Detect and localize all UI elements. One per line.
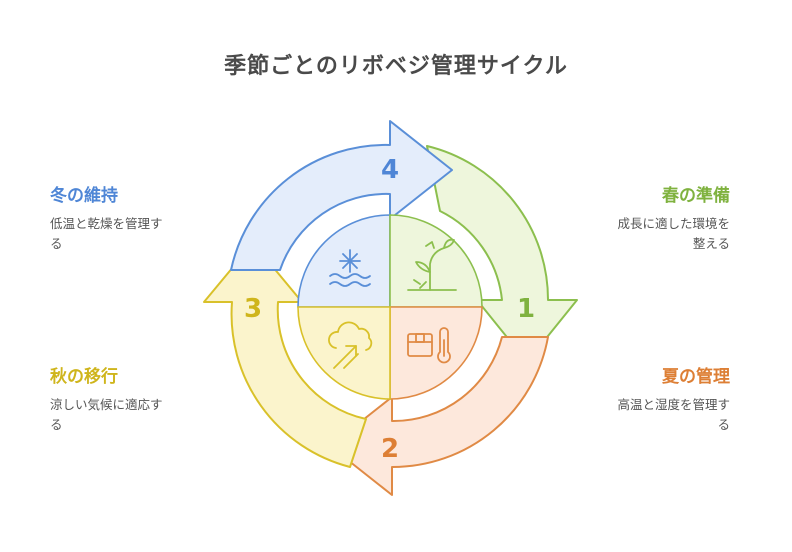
stage-desc-winter-line1: 低温と乾燥を管理す [50, 216, 163, 231]
snow-waves-icon [329, 249, 371, 287]
stage-desc-autumn-line1: 涼しい気候に適応す [50, 397, 163, 412]
arrow-summer [329, 336, 549, 496]
cloud-arrow-icon [328, 321, 373, 369]
arrow-spring [426, 145, 578, 363]
stage-number-1: 1 [517, 294, 535, 324]
arrow-autumn [203, 242, 367, 468]
stage-desc-summer: 高温と湿度を管理す る [617, 395, 730, 435]
stage-title-autumn: 秋の移行 [50, 367, 118, 387]
quadrant-spring [389, 214, 483, 308]
stage-desc-spring-line1: 成長に適した環境を [617, 216, 730, 231]
stage-title-winter: 冬の維持 [50, 186, 118, 206]
stage-desc-winter-line2: る [50, 236, 63, 251]
stage-desc-spring-line2: 整える [692, 236, 730, 251]
stage-desc-summer-line2: る [717, 417, 730, 432]
quadrant-autumn [297, 306, 391, 400]
stage-number-4: 4 [381, 155, 399, 185]
page-title: 季節ごとのリボベジ管理サイクル [224, 54, 568, 79]
stage-desc-summer-line1: 高温と湿度を管理す [617, 397, 730, 412]
stage-desc-autumn-line2: る [50, 417, 63, 432]
quadrant-summer [389, 306, 483, 400]
sprout-icon [407, 238, 457, 291]
stage-desc-autumn: 涼しい気候に適応す る [50, 395, 163, 435]
stage-desc-spring: 成長に適した環境を 整える [617, 214, 730, 254]
stage-number-3: 3 [244, 294, 262, 324]
arrow-winter [230, 120, 453, 271]
box-thermometer-icon [407, 327, 451, 364]
stage-number-2: 2 [381, 434, 399, 464]
stage-title-spring: 春の準備 [662, 186, 730, 206]
stage-desc-winter: 低温と乾燥を管理す る [50, 214, 163, 254]
stage-title-summer: 夏の管理 [662, 367, 730, 387]
